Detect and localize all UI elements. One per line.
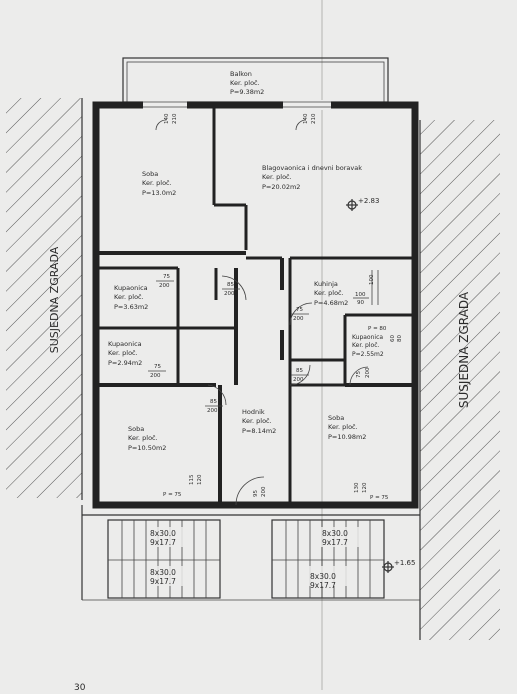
room-soba-top: Soba Ker. ploč. P=13.0m2 xyxy=(142,170,176,197)
svg-text:100: 100 xyxy=(355,292,366,298)
room-soba-bottom-right: Soba Ker. ploč. P=10.98m2 xyxy=(328,414,366,441)
svg-text:200: 200 xyxy=(261,486,267,497)
svg-text:85: 85 xyxy=(296,368,303,374)
balcony-floor: Ker. ploč. xyxy=(230,79,260,87)
svg-text:200: 200 xyxy=(207,408,218,414)
svg-text:Blagovaonica i dnevni boravak: Blagovaonica i dnevni boravak xyxy=(262,164,362,172)
svg-text:210: 210 xyxy=(311,113,317,124)
svg-text:Soba: Soba xyxy=(328,414,344,422)
balcony-name: Balkon xyxy=(230,70,252,78)
svg-text:Kupaonica: Kupaonica xyxy=(352,334,383,341)
room-bath3: Kupaonica Ker. ploč. P=2.55m2 xyxy=(352,334,384,358)
svg-text:Soba: Soba xyxy=(128,425,144,433)
stair-label: 8x30.0 xyxy=(310,572,336,581)
svg-text:95: 95 xyxy=(253,490,259,497)
svg-text:P=2.55m2: P=2.55m2 xyxy=(352,351,384,358)
svg-text:210: 210 xyxy=(172,113,178,124)
svg-text:Kupaonica: Kupaonica xyxy=(108,340,142,348)
svg-text:115: 115 xyxy=(189,474,195,485)
svg-text:200: 200 xyxy=(293,377,304,383)
svg-text:200: 200 xyxy=(293,316,304,322)
svg-text:60: 60 xyxy=(390,335,396,342)
svg-text:75: 75 xyxy=(356,371,362,378)
svg-text:+2.83: +2.83 xyxy=(358,197,379,205)
svg-text:P=10.98m2: P=10.98m2 xyxy=(328,433,366,441)
door-dimensions: 140 210 140 210 75 200 75 200 85 200 85 … xyxy=(148,113,403,501)
svg-text:200: 200 xyxy=(224,291,235,297)
svg-text:P=8.14m2: P=8.14m2 xyxy=(242,427,276,435)
svg-text:140: 140 xyxy=(303,113,309,124)
door-swings xyxy=(155,119,369,506)
svg-text:200: 200 xyxy=(365,367,371,378)
neighbor-hatch-right xyxy=(420,120,500,640)
neighbor-label-left: SUSJEDNA ZGRADA xyxy=(48,246,61,353)
svg-text:200: 200 xyxy=(150,373,161,379)
svg-text:P = 75: P = 75 xyxy=(370,495,389,501)
room-soba-bottom-left: Soba Ker. ploč. P=10.50m2 xyxy=(128,425,166,452)
room-bath2: Kupaonica Ker. ploč. P=2.94m2 xyxy=(108,340,142,367)
page-number: 30 xyxy=(74,683,86,690)
stair-label: 8x30.0 xyxy=(322,529,348,538)
room-hall: Hodnik Ker. ploč. P=8.14m2 xyxy=(242,408,276,435)
neighbor-label-right: SUSJEDNA ZGRADA xyxy=(457,291,471,408)
stair-label: 8x30.0 xyxy=(150,568,176,577)
room-bath1: Kupaonica Ker. ploč. P=3.63m2 xyxy=(114,284,148,311)
elevation-marker-stairs: +1.65 xyxy=(382,559,415,573)
svg-text:P=10.50m2: P=10.50m2 xyxy=(128,444,166,452)
room-living: Blagovaonica i dnevni boravak Ker. ploč.… xyxy=(262,164,362,191)
elevation-marker-main: +2.83 xyxy=(346,197,379,211)
stair-label: 9x17.7 xyxy=(322,538,348,547)
svg-text:Kupaonica: Kupaonica xyxy=(114,284,148,292)
neighbor-hatch-left xyxy=(6,98,82,498)
svg-text:200: 200 xyxy=(159,283,170,289)
stair-label: 8x30.0 xyxy=(150,529,176,538)
svg-text:Ker. ploč.: Ker. ploč. xyxy=(108,349,138,357)
svg-text:Ker. ploč.: Ker. ploč. xyxy=(128,434,158,442)
svg-text:Ker. ploč.: Ker. ploč. xyxy=(314,289,344,297)
svg-text:140: 140 xyxy=(164,113,170,124)
svg-text:P=2.94m2: P=2.94m2 xyxy=(108,359,142,367)
stair-label: 9x17.7 xyxy=(150,577,176,586)
svg-text:130: 130 xyxy=(354,482,360,493)
svg-text:P=3.63m2: P=3.63m2 xyxy=(114,303,148,311)
balcony-area: P=9.38m2 xyxy=(230,88,264,96)
svg-text:Ker. ploč.: Ker. ploč. xyxy=(262,173,292,181)
svg-text:Kuhinja: Kuhinja xyxy=(314,280,338,288)
svg-text:P=20.02m2: P=20.02m2 xyxy=(262,183,300,191)
svg-text:P=13.0m2: P=13.0m2 xyxy=(142,189,176,197)
staircase: 8x30.0 9x17.7 8x30.0 9x17.7 8x30.0 9x17.… xyxy=(81,505,420,601)
svg-text:120: 120 xyxy=(362,482,368,493)
svg-text:100: 100 xyxy=(369,274,375,285)
exterior-walls xyxy=(92,101,419,509)
stair-label: 9x17.7 xyxy=(310,581,336,590)
svg-text:85: 85 xyxy=(210,399,217,405)
interior-walls xyxy=(96,105,415,505)
svg-text:+1.65: +1.65 xyxy=(394,559,415,567)
svg-text:Ker. ploč.: Ker. ploč. xyxy=(142,179,172,187)
svg-text:80: 80 xyxy=(397,335,403,342)
svg-text:P = 75: P = 75 xyxy=(163,492,182,498)
svg-text:Ker. ploč.: Ker. ploč. xyxy=(352,342,380,349)
room-kitchen: Kuhinja Ker. ploč. P=4.68m2 xyxy=(314,280,348,307)
svg-text:Ker. ploč.: Ker. ploč. xyxy=(114,293,144,301)
svg-text:Ker. ploč.: Ker. ploč. xyxy=(242,417,272,425)
svg-text:Ker. ploč.: Ker. ploč. xyxy=(328,423,358,431)
stair-label: 9x17.7 xyxy=(150,538,176,547)
svg-text:75: 75 xyxy=(296,307,303,313)
svg-text:P=4.68m2: P=4.68m2 xyxy=(314,299,348,307)
svg-text:85: 85 xyxy=(227,282,234,288)
svg-text:75: 75 xyxy=(163,274,170,280)
svg-text:75: 75 xyxy=(154,364,161,370)
svg-text:Soba: Soba xyxy=(142,170,158,178)
svg-text:P = 80: P = 80 xyxy=(368,326,387,332)
svg-text:90: 90 xyxy=(357,300,364,306)
svg-text:Hodnik: Hodnik xyxy=(242,408,265,416)
svg-text:120: 120 xyxy=(197,474,203,485)
